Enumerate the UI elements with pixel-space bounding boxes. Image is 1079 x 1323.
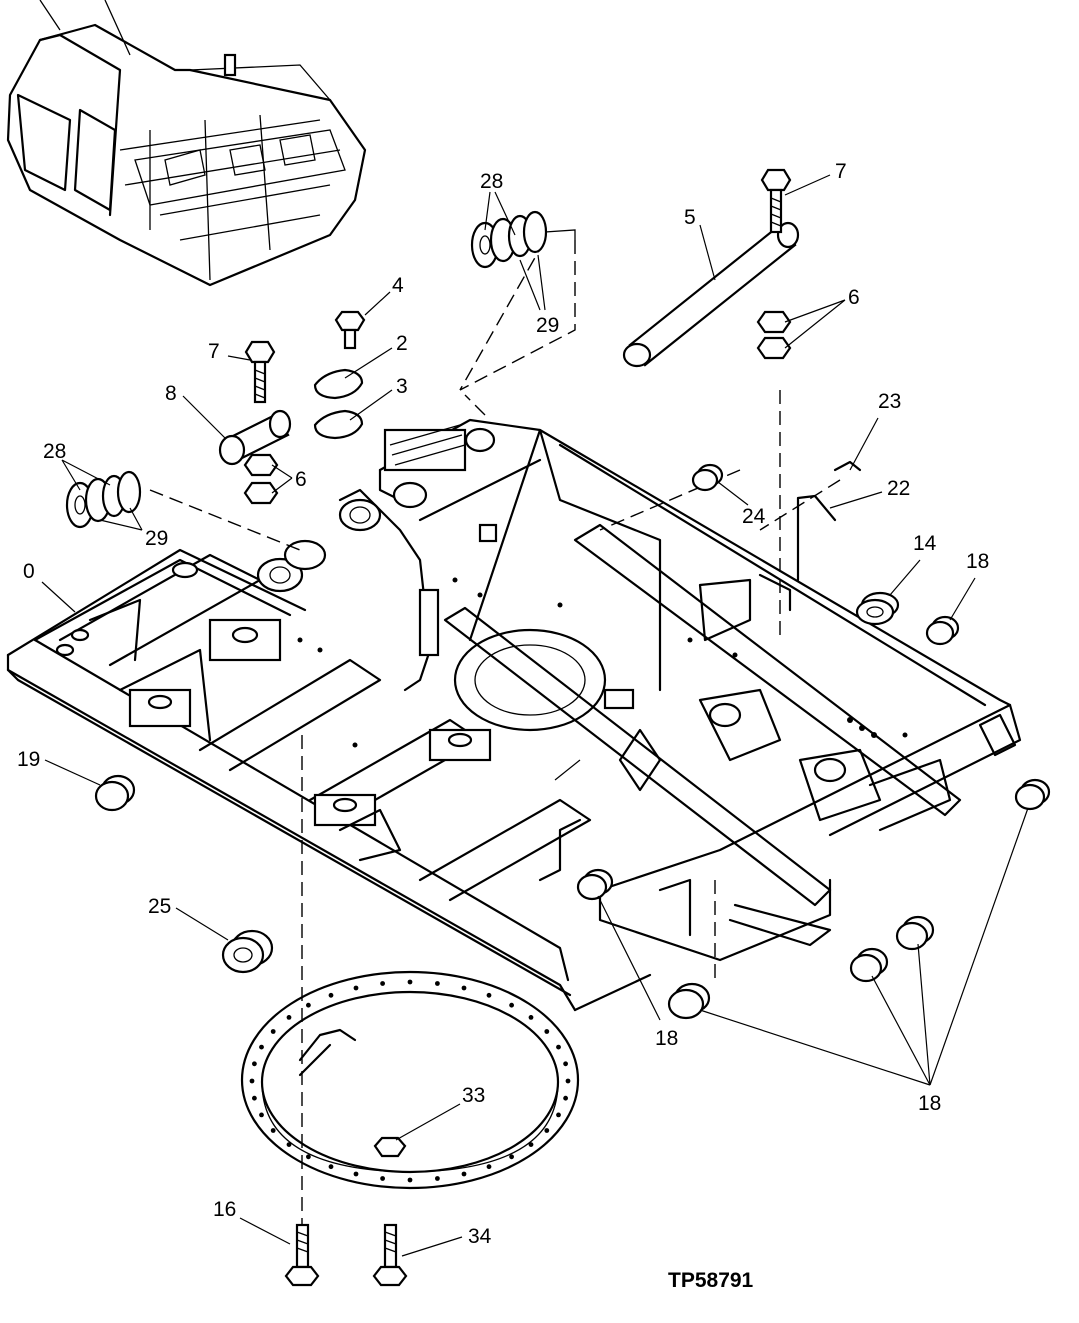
assembly-guide-lines xyxy=(149,239,841,1225)
callout-28b: 28 xyxy=(43,440,66,463)
callout-18b: 18 xyxy=(655,1027,678,1050)
swing-ring xyxy=(240,970,580,1190)
loose-parts xyxy=(65,168,1051,1287)
leader-lines xyxy=(41,174,1029,1257)
callout-18a: 18 xyxy=(966,550,989,573)
callout-6a: 6 xyxy=(848,286,860,309)
callout-3: 3 xyxy=(396,375,408,398)
callout-19: 19 xyxy=(17,748,40,771)
callout-7b: 7 xyxy=(208,340,220,363)
callout-33: 33 xyxy=(462,1084,485,1107)
figure-code: TP58791 xyxy=(668,1269,754,1292)
callout-24: 24 xyxy=(742,505,766,528)
callout-14: 14 xyxy=(913,532,937,555)
callout-23: 23 xyxy=(878,390,901,413)
callout-29a: 29 xyxy=(536,314,559,337)
callout-6b: 6 xyxy=(295,468,307,491)
callout-29b: 29 xyxy=(145,527,168,550)
callout-0: 0 xyxy=(23,560,35,583)
callout-25: 25 xyxy=(148,895,171,918)
callout-22: 22 xyxy=(887,477,910,500)
machine-locator-thumbnail xyxy=(6,0,367,287)
callout-34: 34 xyxy=(468,1225,492,1248)
callout-18c: 18 xyxy=(918,1092,941,1115)
callout-7a: 7 xyxy=(835,160,847,183)
callout-5: 5 xyxy=(684,206,696,229)
callout-labels: 28 29 7 5 6 4 2 3 7 8 6 28 29 23 22 24 1… xyxy=(17,160,989,1292)
callout-8: 8 xyxy=(165,382,177,405)
callout-16: 16 xyxy=(213,1198,236,1221)
main-frame xyxy=(6,418,1022,1012)
callout-2: 2 xyxy=(396,332,408,355)
callout-28a: 28 xyxy=(480,170,503,193)
callout-4: 4 xyxy=(392,274,404,297)
